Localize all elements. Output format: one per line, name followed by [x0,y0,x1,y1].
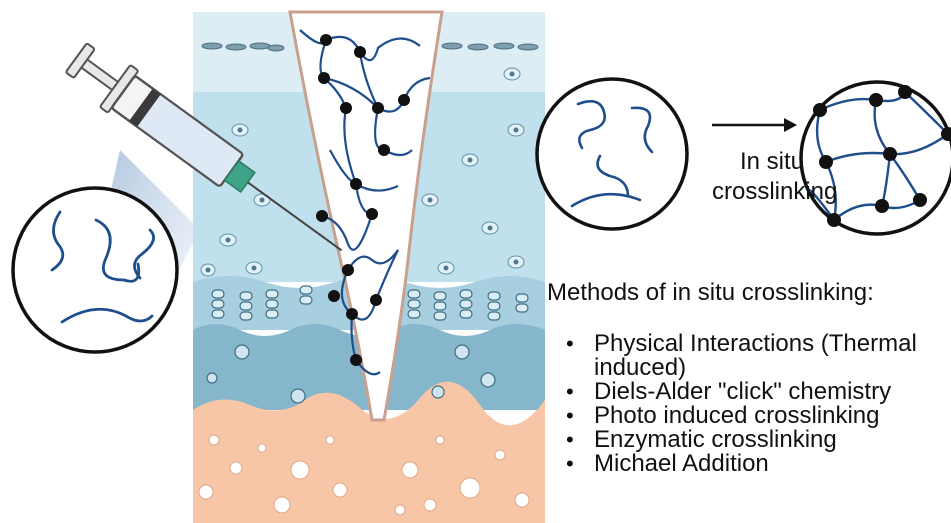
methods-list: Physical Interactions (Thermal induced) … [566,332,951,476]
uncrosslinked-polymer-circle [537,79,687,229]
crosslinking-label-line-1: In situ [712,147,832,177]
method-item: Physical Interactions (Thermal induced) [566,332,951,380]
polymer-magnifier-icon [13,188,177,352]
method-item: Michael Addition [566,452,951,476]
method-item: Diels-Alder "click" chemistry [566,380,951,404]
methods-heading: Methods of in situ crosslinking: [547,279,874,307]
method-item: Enzymatic crosslinking [566,428,951,452]
arrow-right-icon [712,118,797,132]
method-item: Photo induced crosslinking [566,404,951,428]
crosslinking-label: In situ crosslinking [712,147,832,207]
crosslinking-label-line-2: crosslinking [712,177,832,207]
